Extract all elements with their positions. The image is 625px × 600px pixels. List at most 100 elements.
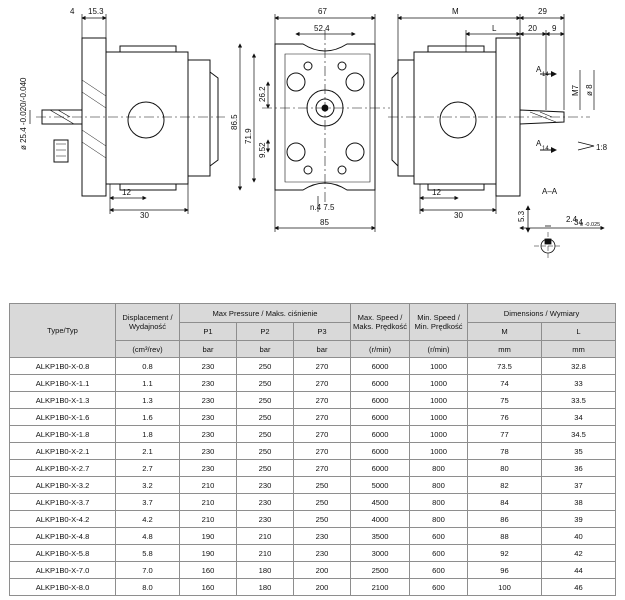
cell-min-speed: 1000: [409, 425, 469, 443]
cell-min-speed: 1000: [409, 408, 469, 426]
cell-m: 78: [467, 442, 543, 460]
cell-p2: 250: [236, 459, 294, 477]
cell-displacement: 7.0: [115, 561, 180, 579]
dim-L: L: [492, 24, 497, 33]
cell-m: 84: [467, 493, 543, 511]
dim-12-right: 12: [432, 188, 441, 197]
cell-type: ALKP1B0-X-3.7: [9, 493, 116, 511]
cell-m: 75: [467, 391, 543, 409]
header-p2: P2: [236, 322, 294, 341]
header-min-speed: Min. Speed / Min. Prędkość: [409, 303, 469, 341]
header-l: L: [541, 322, 617, 341]
cell-l: 38: [541, 493, 617, 511]
dim-1-8: 1:8: [596, 143, 608, 152]
cell-displacement: 3.7: [115, 493, 180, 511]
cell-type: ALKP1B0-X-5.8: [9, 544, 116, 562]
header-dimensions: Dimensions / Wymiary: [467, 303, 617, 323]
cell-l: 44: [541, 561, 617, 579]
dim-4: 4: [70, 7, 75, 16]
table-header: Type/Typ Displacement / Wydajność Max Pr…: [9, 303, 617, 358]
cell-l: 35: [541, 442, 617, 460]
cell-l: 34.5: [541, 425, 617, 443]
cell-p1: 160: [179, 561, 237, 579]
cell-max-speed: 6000: [350, 391, 411, 409]
cell-max-speed: 2500: [350, 561, 411, 579]
unit-min-speed: (r/min): [409, 340, 469, 358]
cell-max-speed: 6000: [350, 425, 411, 443]
header-type: Type/Typ: [9, 303, 116, 358]
cell-p1: 210: [179, 510, 237, 528]
dim-5-3: 5.3: [517, 210, 526, 222]
header-p1: P1: [179, 322, 237, 341]
cell-min-speed: 600: [409, 561, 469, 579]
technical-drawing: 4 15.3 ø 25.4 -0.020/-0.040 12 30: [19, 7, 608, 260]
bolt-hole-bl: [286, 142, 306, 162]
cell-m: 82: [467, 476, 543, 494]
cell-displacement: 5.8: [115, 544, 180, 562]
cell-l: 40: [541, 527, 617, 545]
cell-p3: 250: [292, 493, 352, 511]
cell-p1: 230: [179, 425, 237, 443]
cell-type: ALKP1B0-X-1.8: [9, 425, 116, 443]
cell-min-speed: 1000: [409, 357, 469, 375]
cell-p2: 230: [236, 510, 294, 528]
cell-min-speed: 800: [409, 510, 469, 528]
dim-A-top: A: [536, 65, 542, 74]
dim-d8: ø 8: [585, 84, 594, 96]
cell-type: ALKP1B0-X-3.2: [9, 476, 116, 494]
dim-30-right: 30: [454, 211, 463, 220]
cell-p2: 230: [236, 493, 294, 511]
cell-max-speed: 4500: [350, 493, 411, 511]
unit-l: mm: [541, 340, 617, 358]
dim-14-top: 14: [542, 72, 549, 78]
cell-p2: 210: [236, 544, 294, 562]
cell-displacement: 1.6: [115, 408, 180, 426]
unit-m: mm: [467, 340, 543, 358]
cell-p3: 200: [292, 561, 352, 579]
cell-min-speed: 600: [409, 544, 469, 562]
unit-displacement: (cm³/rev): [115, 340, 180, 358]
dim-71-9: 71.9: [244, 128, 253, 144]
cell-m: 86: [467, 510, 543, 528]
dim-67: 67: [318, 7, 327, 16]
cell-p3: 270: [292, 374, 352, 392]
cell-p2: 250: [236, 408, 294, 426]
cell-displacement: 4.8: [115, 527, 180, 545]
cell-p3: 250: [292, 510, 352, 528]
header-p3: P3: [292, 322, 352, 341]
cell-p1: 230: [179, 391, 237, 409]
cell-l: 46: [541, 578, 617, 596]
front-view: [262, 30, 390, 205]
unit-p3: bar: [292, 340, 352, 358]
cell-min-speed: 1000: [409, 391, 469, 409]
cell-p3: 200: [292, 578, 352, 596]
cell-p3: 270: [292, 357, 352, 375]
dim-2-4: 2.4: [566, 215, 578, 224]
header-max-speed: Max. Speed / Maks. Prędkość: [350, 303, 411, 341]
cell-max-speed: 4000: [350, 510, 411, 528]
cell-min-speed: 1000: [409, 374, 469, 392]
cell-type: ALKP1B0-X-1.3: [9, 391, 116, 409]
cell-type: ALKP1B0-X-1.1: [9, 374, 116, 392]
cell-m: 73.5: [467, 357, 543, 375]
cell-p2: 250: [236, 391, 294, 409]
cell-displacement: 3.2: [115, 476, 180, 494]
left-dimensions: [29, 14, 189, 214]
cell-m: 77: [467, 425, 543, 443]
unit-p1: bar: [179, 340, 237, 358]
cell-l: 32.8: [541, 357, 617, 375]
pump-body-right: [413, 51, 497, 185]
dim-20: 20: [528, 24, 537, 33]
cell-displacement: 0.8: [115, 357, 180, 375]
dim-86-5: 86.5: [230, 114, 239, 130]
cell-p3: 270: [292, 442, 352, 460]
dim-34: 34: [574, 218, 583, 227]
cell-max-speed: 6000: [350, 408, 411, 426]
cell-p2: 180: [236, 561, 294, 579]
